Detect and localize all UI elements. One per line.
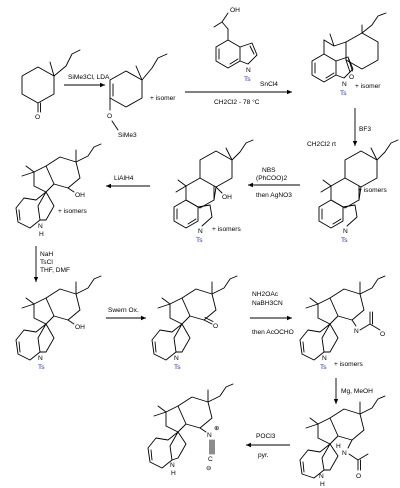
compound-nh-alcohol: OH N H + isomers: [15, 143, 102, 238]
isomer-note-2: + isomer: [355, 83, 381, 90]
indole-reagent: OH N Ts: [213, 7, 258, 83]
coupled-ketone-oxygen: O: [349, 74, 354, 81]
alcohol-indole-n: N: [198, 228, 203, 235]
reagent-step5: LiAlH4: [114, 175, 134, 182]
nh-alcohol-h: H: [39, 231, 44, 238]
isomers-note-2: + isomers: [212, 226, 241, 233]
cyclized-tosyl: Ts: [341, 237, 348, 244]
reagent-step3-bf3: BF3: [359, 126, 371, 133]
alcohol-hydroxyl: OH: [222, 194, 232, 201]
reagent-tosyl: Ts: [244, 76, 251, 83]
reagent-step7: Swern Ox.: [108, 307, 139, 314]
reagent-step10-pocl3: POCl3: [256, 433, 276, 440]
reagent-step2-a: SnCl4: [260, 81, 278, 88]
isocyanide-indole-h: H: [171, 470, 176, 477]
compound-isocyanide: N ⊕ C ⊖ N H: [147, 383, 234, 477]
isocyanide-indole-n: N: [170, 462, 175, 469]
nh-formamide-indole-n: N: [319, 473, 324, 480]
ts-ketone-oxygen: O: [213, 323, 218, 330]
reagent-step1: SiMe3Cl, LDA: [68, 74, 110, 81]
reagent-step10-pyridine: pyr.: [258, 452, 269, 459]
isocyanide-c-charge: ⊖: [206, 465, 212, 472]
ts-ketone-n: N: [174, 355, 179, 362]
arrow-step4: NBS (PhCOO)2 then AgNO3: [248, 167, 300, 199]
reagent-step8-amine: NH2OAc: [252, 291, 279, 298]
reagent-indole-n: N: [246, 67, 251, 74]
reagent-step8-formylation: then AcOCHO: [252, 329, 294, 336]
reagent-step8-reductant: NaBH3CN: [252, 300, 283, 307]
trimethylsilyl: SiMe3: [118, 132, 137, 139]
ts-formamide-tosyl: Ts: [320, 364, 327, 371]
isocyanide-n: N: [207, 432, 212, 439]
nh-formamide-amide-h: H: [336, 443, 341, 450]
nh-alcohol-n: N: [38, 223, 43, 230]
arrow-step1: SiMe3Cl, LDA: [64, 74, 110, 88]
reagent-step6-solvent: THF, DMF: [40, 267, 70, 274]
reagent-step9: Mg, MeOH: [341, 388, 373, 395]
arrow-step10: POCl3 pyr.: [246, 433, 290, 459]
reagent-step4-silver: then AgNO3: [256, 192, 292, 199]
alcohol-tosyl: Ts: [196, 237, 203, 244]
ts-ketone-tosyl: Ts: [174, 364, 181, 371]
ts-formamide-n: N: [354, 328, 359, 335]
nh-formamide-amide-n: N: [342, 450, 347, 457]
ts-formamide-indole-n: N: [322, 355, 327, 362]
arrow-step8: NH2OAc NaBH3CN then AcOCHO: [250, 291, 294, 336]
reagent-step4-nbs: NBS: [262, 167, 276, 174]
isomers-note-3: + isomers: [58, 208, 87, 215]
cyclized-indole-n: N: [343, 228, 348, 235]
nh-formamide-oxygen: O: [356, 473, 361, 480]
reagent-step2-b: CH2Cl2 - 78 °C: [214, 98, 260, 106]
isomers-note-1: + isomers: [358, 187, 387, 194]
isomer-note-1: + isomer: [150, 95, 176, 102]
reagent-hydroxyl: OH: [230, 7, 240, 14]
coupled-tosyl: Ts: [340, 90, 347, 97]
reagent-step6-tscl: TsCl: [40, 259, 53, 266]
isomers-note-4: + isomers: [334, 361, 363, 368]
ketone-oxygen: O: [35, 114, 40, 121]
reagent-step6-nah: NaH: [40, 251, 53, 258]
coupled-indole-n: N: [342, 81, 347, 88]
arrow-step6: NaH TsCl THF, DMF: [33, 246, 70, 282]
compound-silyl-enol-ether: O SiMe3 + isomer: [107, 53, 176, 139]
ts-formamide-oxygen: O: [380, 331, 385, 338]
compound-cyclohexanone: O: [21, 49, 81, 121]
arrow-step7: Swern Ox.: [106, 307, 146, 321]
arrow-step5: LiAlH4: [106, 175, 150, 189]
reagent-step4-peroxide: (PhCOO)2: [256, 175, 287, 182]
arrow-step2: SnCl4 CH2Cl2 - 78 °C: [185, 81, 292, 106]
arrow-step9: Mg, MeOH: [333, 378, 373, 404]
ts-alcohol-hydroxyl: OH: [75, 324, 85, 331]
compound-alcohol: OH N Ts + isomers: [173, 139, 254, 244]
compound-nh-formamide: N H O N H: [299, 395, 386, 488]
enol-oxygen: O: [107, 113, 112, 120]
ts-alcohol-n: N: [38, 355, 43, 362]
compound-cyclized: N Ts + isomers: [318, 139, 399, 244]
compound-ts-formamide: N O N Ts + isomers: [299, 275, 386, 371]
ts-alcohol-tosyl: Ts: [38, 364, 45, 371]
nh-formamide-indole-h: H: [320, 481, 325, 488]
nh-alcohol-hydroxyl: OH: [75, 192, 85, 199]
reagent-step3-solvent: CH2Cl2 rt: [307, 141, 336, 148]
isocyanide-c: C: [208, 456, 213, 463]
isocyanide-n-charge: ⊕: [214, 425, 220, 432]
arrow-step3: BF3 CH2Cl2 rt: [307, 108, 371, 148]
compound-ts-ketone: O N Ts: [151, 275, 238, 371]
compound-coupled-ketone: O N Ts + isomer: [311, 12, 387, 97]
compound-ts-alcohol: OH N Ts: [15, 275, 102, 371]
